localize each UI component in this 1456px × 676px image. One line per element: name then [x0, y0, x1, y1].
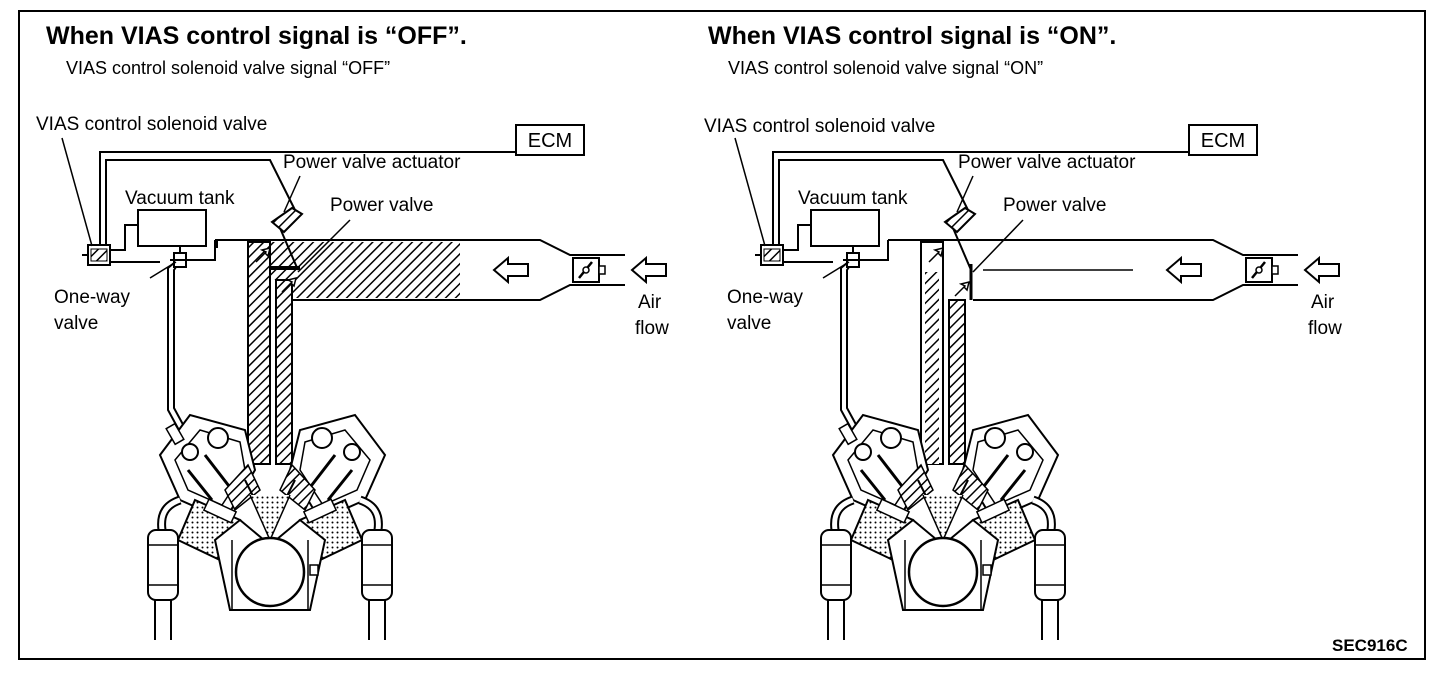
on-label-actuator: Power valve actuator: [958, 152, 1136, 173]
on-label-solenoid: VIAS control solenoid valve: [704, 116, 936, 137]
on-title: When VIAS control signal is “ON”.: [708, 22, 1117, 50]
off-label-air-2: flow: [635, 318, 669, 339]
on-ecm-box: ECM: [1188, 124, 1258, 156]
on-label-vacuum-tank: Vacuum tank: [798, 188, 908, 209]
off-label-power-valve: Power valve: [330, 195, 434, 216]
off-label-solenoid: VIAS control solenoid valve: [36, 114, 268, 135]
off-title: When VIAS control signal is “OFF”.: [46, 22, 467, 50]
off-label-actuator: Power valve actuator: [283, 152, 461, 173]
off-panel-drawing: [61, 137, 668, 640]
off-subtitle: VIAS control solenoid valve signal “OFF”: [66, 58, 391, 78]
figure-code: SEC916C: [1332, 636, 1408, 655]
on-label-air-1: Air: [1311, 292, 1335, 313]
on-label-one-way-1: One-way: [727, 287, 804, 308]
off-label-vacuum-tank: Vacuum tank: [125, 188, 235, 209]
on-subtitle: VIAS control solenoid valve signal “ON”: [728, 58, 1044, 78]
off-label-one-way-1: One-way: [54, 287, 131, 308]
on-label-power-valve: Power valve: [1003, 195, 1107, 216]
figure-frame: [18, 10, 1426, 660]
off-label-air-1: Air: [638, 292, 662, 313]
on-label-one-way-2: valve: [727, 313, 772, 334]
off-ecm-box: ECM: [515, 124, 585, 156]
on-panel-drawing: [734, 137, 1341, 640]
on-label-air-2: flow: [1308, 318, 1342, 339]
off-label-one-way-2: valve: [54, 313, 99, 334]
